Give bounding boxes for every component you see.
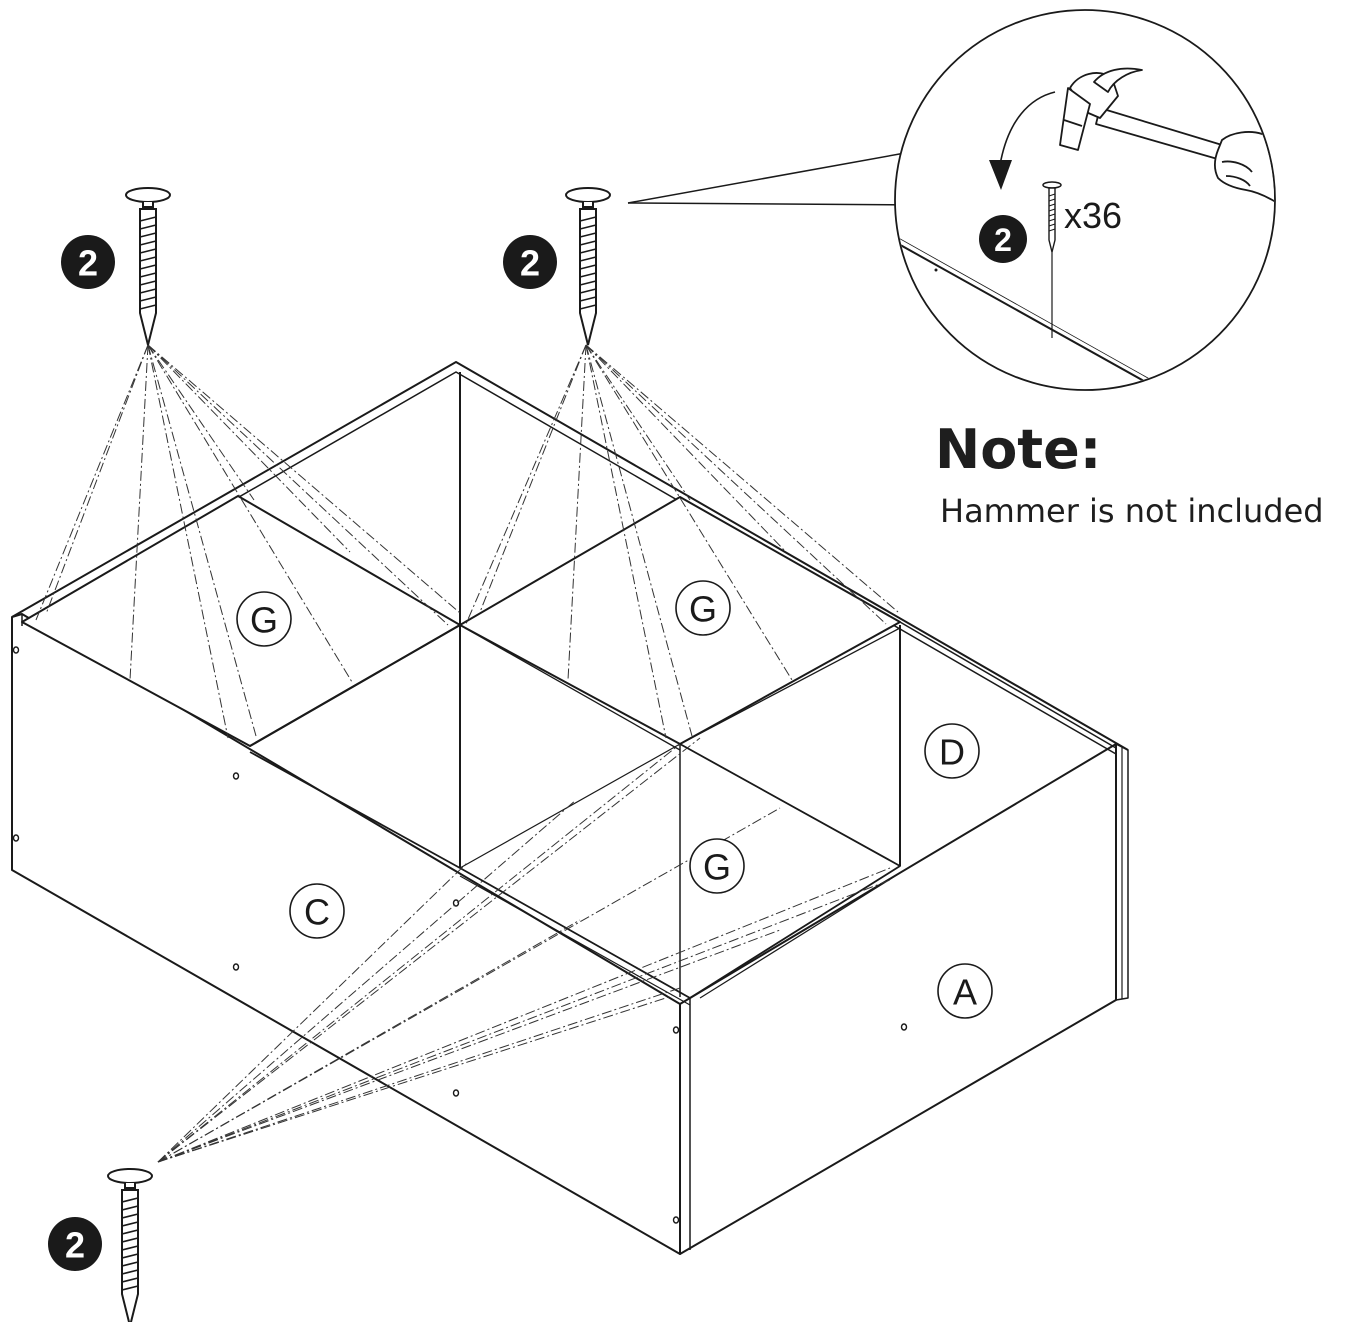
part-c-text: C: [304, 892, 330, 933]
curved-arrow-icon: [989, 91, 1056, 190]
detail-quantity: x36: [1064, 195, 1122, 236]
part-a-text: A: [953, 972, 977, 1013]
nail-icon: [565, 187, 611, 346]
panel-a: [679, 743, 1117, 1255]
divider-d: [899, 621, 1117, 749]
part-label-d: [924, 723, 980, 779]
callout-step-number: 2: [520, 243, 540, 284]
part-label-g-front: [689, 838, 745, 894]
part-labels: [236, 580, 993, 1019]
nail-guide-lines: [35, 344, 899, 1163]
hand-icon: [1214, 89, 1274, 207]
part-label-a: [937, 963, 993, 1019]
note-title: Note:: [935, 418, 1102, 481]
detail-step-number: 2: [994, 222, 1012, 258]
panel-c: [11, 613, 681, 1255]
nail-icon: [125, 187, 171, 346]
part-label-g-left: [236, 591, 292, 647]
shelf-g-front: [459, 743, 901, 999]
part-g-front-text: G: [703, 847, 731, 888]
part-d-text: D: [939, 732, 965, 773]
nail-icon: [1042, 181, 1062, 253]
part-g-right-text: G: [689, 589, 717, 630]
nail-icon: [107, 1168, 153, 1322]
note-text: Hammer is not included: [940, 492, 1324, 530]
part-label-c: [289, 883, 345, 939]
part-g-left-text: G: [250, 600, 278, 641]
callout-step-number: 2: [65, 1225, 85, 1266]
part-label-g-right: [675, 580, 731, 636]
callout-step-number: 2: [78, 243, 98, 284]
callout-badges: [48, 235, 557, 1271]
detail-magnifier: [627, 9, 1276, 391]
hammer-icon: [1059, 67, 1233, 163]
detail-step-badge: [979, 215, 1027, 263]
